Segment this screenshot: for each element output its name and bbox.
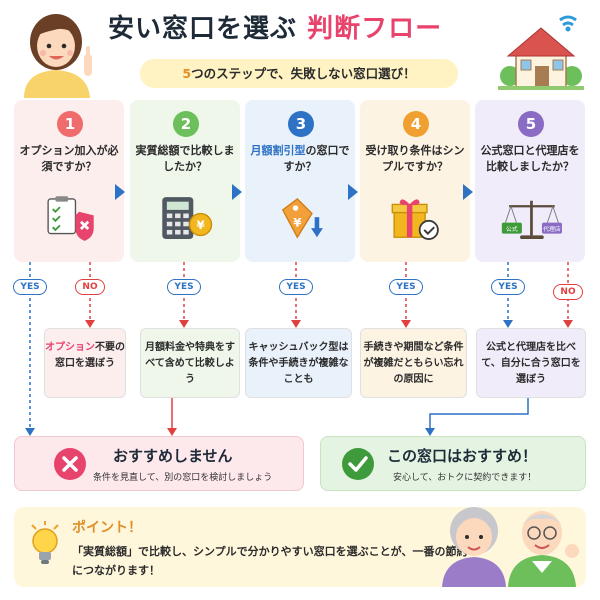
step-question: 受け取り条件はシンプルですか？: [365, 144, 465, 173]
not-recommended-title: おすすめしません: [113, 447, 233, 465]
checklist-shield-icon: [47, 196, 94, 241]
arrow-right-icon: [348, 184, 358, 200]
yes-pill: YES: [13, 279, 47, 295]
step-question: 月額割引型の窓口ですか？: [250, 144, 350, 173]
price-tag-down-icon: ¥: [281, 198, 323, 239]
no-pill: NO: [553, 284, 583, 300]
elderly-couple-illustration: [442, 507, 579, 587]
arrow-right-icon: [232, 184, 242, 200]
question-accent: 月額割引型: [250, 144, 306, 157]
step-question: 実質総額で比較しましたか？: [135, 144, 235, 173]
no-pill: NO: [75, 279, 105, 295]
step-number-badge: 2: [173, 111, 199, 137]
step-number-badge: 3: [288, 111, 314, 137]
step-question: 公式窓口と代理店を比較しましたか？: [480, 144, 580, 173]
result-box-2: 月額料金や特典をすべて含めて比較しよう: [140, 328, 240, 398]
step-number-badge: 5: [518, 111, 544, 137]
step-card-2: 2 実質総額で比較しましたか？ ¥: [130, 100, 240, 262]
step-card-1: 1 オプション加入が必須ですか？: [14, 100, 124, 262]
calculator-yen-icon: ¥: [162, 197, 213, 240]
step-question: オプション加入が必須ですか？: [19, 144, 119, 173]
yes-pill: YES: [167, 279, 201, 295]
balance-scale-icon: 公式 代理店: [501, 200, 562, 240]
recommended-sub: 安心して、おトクに契約できます！: [393, 473, 537, 483]
check-circle-icon: [342, 448, 374, 480]
point-text: 「実質総額」で比較し、シンプルで分かりやすい窓口を選ぶことが、一番の節約につなが…: [72, 545, 468, 577]
gift-check-icon: [391, 199, 439, 240]
yes-pill: YES: [279, 279, 313, 295]
result-box-5: 公式と代理店を比べて、自分に合う窓口を選ぼう: [476, 328, 586, 398]
x-circle-icon: [54, 448, 86, 480]
point-title: ポイント！: [72, 520, 142, 536]
step-card-3: 3 月額割引型の窓口ですか？ ¥: [245, 100, 355, 262]
title-accent-text: 判断フロー: [307, 14, 443, 44]
result-box-3: キャッシュバック型は条件や手続きが複雑なことも: [245, 328, 352, 398]
point-box: ポイント！ 「実質総額」で比較し、シンプルで分かりやすい窓口を選ぶことが、一番の…: [14, 507, 586, 587]
subtitle-number: 5: [182, 66, 192, 81]
recommended-title: この窓口はおすすめ！: [387, 447, 538, 465]
yes-pill: YES: [389, 279, 423, 295]
subtitle-banner: 5つのステップで、失敗しない窓口選び！: [140, 59, 458, 88]
svg-text:¥: ¥: [293, 215, 302, 229]
result-box-1: オプション不要の窓口を選ぼう: [44, 328, 126, 398]
scale-left-label: 公式: [506, 225, 518, 233]
step-number-badge: 1: [57, 111, 83, 137]
step-card-5: 5 公式窓口と代理店を比較しましたか？ 公式 代理店: [475, 100, 585, 262]
result-box-4: 手続きや期間など条件が複雑だともらい忘れの原因に: [360, 328, 467, 398]
not-recommended-sub: 条件を見直して、別の窓口を検討しましょう: [93, 473, 273, 483]
subtitle-text: つのステップで、失敗しない窓口選び！: [191, 66, 416, 81]
lightbulb-icon: [31, 521, 59, 564]
arrow-right-icon: [463, 184, 473, 200]
page-title: 安い窓口を選ぶ 判断フロー: [108, 8, 442, 45]
arrow-right-icon: [115, 184, 125, 200]
scale-right-label: 代理店: [543, 225, 561, 233]
recommended-box: この窓口はおすすめ！ 安心して、おトクに契約できます！: [320, 436, 586, 491]
result-accent: オプション: [45, 342, 95, 353]
yes-pill: YES: [491, 279, 525, 295]
title-main-text: 安い窓口を選ぶ: [108, 14, 298, 44]
svg-text:¥: ¥: [196, 218, 205, 232]
not-recommended-box: おすすめしません 条件を見直して、別の窓口を検討しましょう: [14, 436, 304, 491]
house-wifi-illustration: [498, 15, 584, 90]
step-card-4: 4 受け取り条件はシンプルですか？: [360, 100, 470, 262]
step-number-badge: 4: [403, 111, 429, 137]
woman-pointing-illustration: [24, 14, 92, 98]
